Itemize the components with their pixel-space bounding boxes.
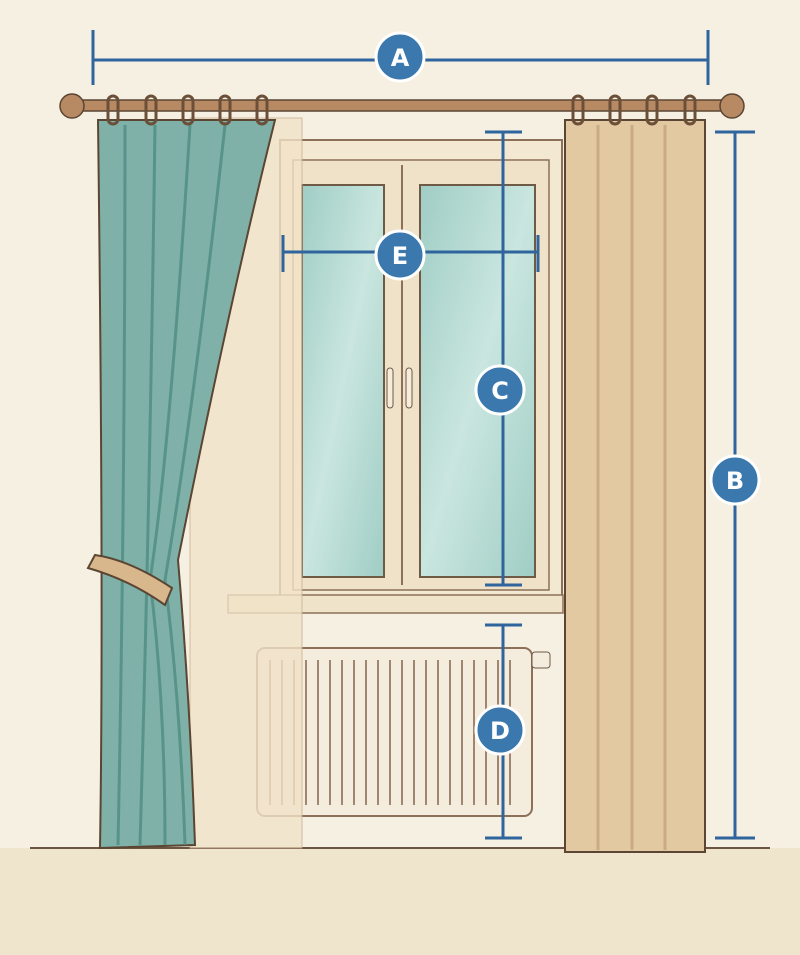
window-handle-icon (386, 367, 394, 409)
curtain-ring-icon (645, 94, 659, 126)
curtain-ring-icon (144, 94, 158, 126)
left-curtain (86, 119, 277, 850)
curtain-ring-icon (608, 94, 622, 126)
label-d: D (490, 717, 510, 745)
radiator (256, 647, 551, 817)
rod-finial-right (719, 93, 745, 119)
curtain-ring-icon (218, 94, 232, 126)
badge-c: C (474, 364, 526, 416)
badge-a: A (374, 31, 426, 83)
window-handle-icon (405, 367, 413, 409)
label-c: C (491, 377, 509, 405)
badge-b: B (709, 454, 761, 506)
curtain-ring-icon (106, 94, 120, 126)
curtain-ring-icon (571, 94, 585, 126)
thermostat-valve-icon (531, 651, 551, 669)
label-e: E (392, 242, 408, 270)
badge-d: D (474, 704, 526, 756)
label-b: B (726, 467, 744, 495)
right-curtain (564, 119, 706, 853)
rod-finial-left (59, 93, 85, 119)
curtain-ring-icon (255, 94, 269, 126)
curtain-ring-icon (181, 94, 195, 126)
floor (0, 848, 800, 955)
curtain-rod (59, 93, 745, 126)
window-pane-left (301, 184, 385, 578)
curtain-ring-icon (683, 94, 697, 126)
badge-e: E (374, 229, 426, 281)
window (227, 139, 564, 614)
label-a: A (391, 44, 410, 72)
tieback (86, 553, 174, 607)
